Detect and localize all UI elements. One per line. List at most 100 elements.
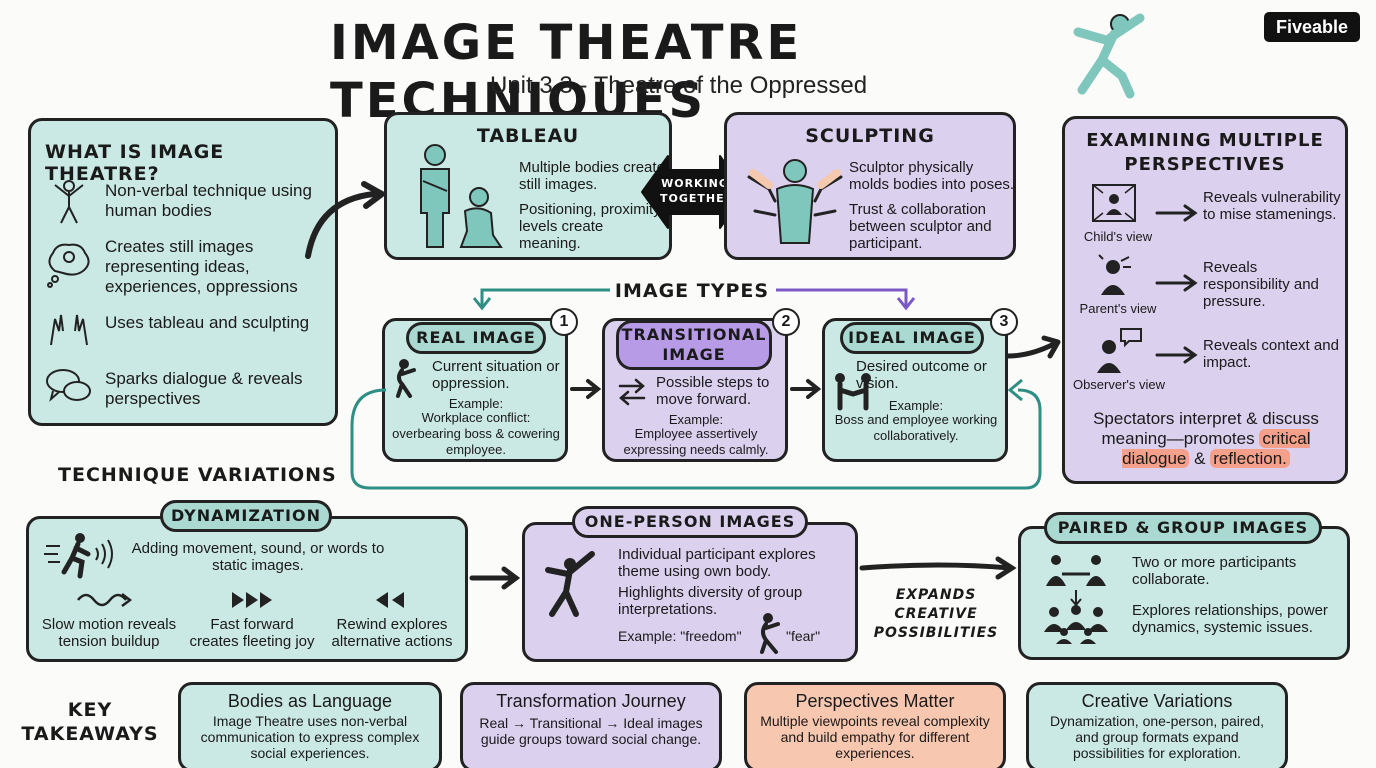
page-title: IMAGE THEATRE TECHNIQUES bbox=[330, 15, 803, 129]
takeaway-title: Perspectives Matter bbox=[795, 691, 955, 711]
cycle-arrows-icon bbox=[618, 378, 646, 406]
what-is-item: Sparks dialogue & reveals perspectives bbox=[105, 369, 303, 408]
transitional-image-example: Employee assertively expressing needs ca… bbox=[623, 426, 769, 457]
parent-view-label: Parent's view bbox=[1079, 301, 1157, 316]
child-view-text: Reveals vulnerability to mise stamenings… bbox=[1203, 189, 1341, 223]
parent-view-icon bbox=[1098, 254, 1131, 295]
hands-icon bbox=[50, 314, 88, 346]
arrow-right-icon bbox=[859, 556, 1017, 580]
child-view-label: Child's view bbox=[1083, 229, 1153, 244]
what-is-panel: WHAT IS IMAGE THEATRE? Non-verbal techni… bbox=[28, 118, 338, 426]
real-image-text: Current situation or oppression. bbox=[432, 358, 560, 392]
arrow-icon bbox=[1005, 335, 1061, 359]
fast-forward-text: Fast forward creates fleeting joy bbox=[189, 616, 315, 650]
arrow-icon bbox=[305, 181, 385, 259]
paired-text: Explores relationships, power dynamics, … bbox=[1132, 602, 1328, 636]
takeaway-text: Image Theatre uses non-verbal communicat… bbox=[200, 713, 420, 761]
observer-view-icon bbox=[1097, 328, 1142, 373]
cowering-figure-icon bbox=[396, 359, 416, 398]
one-person-panel bbox=[522, 522, 858, 662]
pair-icon bbox=[1046, 555, 1106, 586]
transitional-image-example-label: Example: bbox=[668, 412, 724, 427]
ideal-image-title: IDEAL IMAGE bbox=[840, 322, 984, 354]
what-is-item: Uses tableau and sculpting bbox=[105, 313, 310, 332]
perspectives-summary: Spectators interpret & discuss meaning—p… bbox=[1073, 409, 1339, 469]
takeaway-title: Creative Variations bbox=[1081, 691, 1233, 711]
one-person-text: Individual participant explores theme us… bbox=[618, 546, 816, 580]
real-image-number: 1 bbox=[550, 308, 578, 336]
brand-logo: Fiveable bbox=[1264, 12, 1360, 42]
group-icon bbox=[1044, 605, 1108, 644]
child-view-icon bbox=[1092, 184, 1136, 222]
fast-forward-icon bbox=[232, 592, 272, 608]
tableau-text: Multiple bodies create still images. bbox=[519, 159, 665, 193]
running-sound-icon bbox=[44, 533, 113, 579]
one-person-text: Highlights diversity of group interpreta… bbox=[618, 584, 803, 618]
takeaway-card: Transformation Journey Real → Transition… bbox=[460, 682, 722, 768]
dynamization-text: Adding movement, sound, or words to stat… bbox=[131, 540, 385, 574]
perspectives-summary-text: Spectators interpret & discuss meaning—p… bbox=[1093, 409, 1319, 448]
one-person-title: ONE-PERSON IMAGES bbox=[572, 506, 808, 538]
rewind-text: Rewind explores alternative actions bbox=[331, 616, 453, 650]
ideal-image-example: Boss and employee working collaborativel… bbox=[834, 412, 998, 443]
speech-bubbles-icon bbox=[46, 369, 91, 402]
arrow-right-icon bbox=[1155, 204, 1198, 222]
freedom-figure-icon bbox=[545, 551, 595, 617]
person-icon bbox=[54, 180, 84, 224]
sculpting-hands-icon bbox=[747, 159, 843, 244]
real-image-title: REAL IMAGE bbox=[406, 322, 546, 354]
observer-view-text: Reveals context and impact. bbox=[1203, 337, 1339, 371]
page-subtitle: Unit 3.3 - Theatre of the Oppressed bbox=[490, 72, 868, 99]
takeaway-card: Bodies as Language Image Theatre uses no… bbox=[178, 682, 442, 768]
arrow-right-icon bbox=[570, 379, 602, 399]
what-is-title: WHAT IS IMAGE THEATRE? bbox=[45, 141, 225, 185]
what-is-item: Non-verbal technique using human bodies bbox=[105, 181, 312, 220]
takeaway-text: Real → Transitional → Ideal images guide… bbox=[479, 715, 703, 747]
takeaway-title: Transformation Journey bbox=[496, 691, 686, 711]
image-types-bracket bbox=[472, 288, 916, 311]
expands-label: EXPANDS CREATIVE POSSIBILITIES bbox=[873, 587, 999, 641]
tableau-text: Positioning, proximity, levels create me… bbox=[519, 201, 664, 252]
arrow-right-icon bbox=[469, 566, 521, 590]
image-types-title: IMAGE TYPES bbox=[614, 280, 770, 302]
real-image-example-label: Example: bbox=[448, 396, 504, 411]
sculpting-text: Sculptor physically molds bodies into po… bbox=[849, 159, 1015, 193]
perspectives-summary-text: & bbox=[1194, 449, 1206, 468]
takeaways-label: KEY TAKEAWAYS bbox=[21, 699, 159, 745]
tableau-title: TABLEAU bbox=[476, 125, 580, 147]
cycle-loop bbox=[350, 378, 1042, 490]
arrow-right-icon bbox=[1155, 346, 1198, 364]
paired-text: Two or more participants collaborate. bbox=[1132, 554, 1297, 588]
arrow-right-icon bbox=[1155, 274, 1198, 292]
perspectives-title: EXAMINING MULTIPLE PERSPECTIVES bbox=[1086, 130, 1324, 175]
sculpting-panel: SCULPTING Sculptor physically molds bodi… bbox=[724, 112, 1016, 260]
takeaway-text: Multiple viewpoints reveal complexity an… bbox=[760, 713, 990, 761]
one-person-example: "fear" bbox=[786, 628, 821, 644]
handshake-figures-icon bbox=[835, 373, 871, 411]
transitional-image-text: Possible steps to move forward. bbox=[656, 374, 770, 408]
paired-panel bbox=[1018, 526, 1350, 660]
ideal-image-example-label: Example: bbox=[888, 398, 944, 413]
what-is-item: Creates still images representing ideas,… bbox=[105, 237, 298, 296]
sculpting-text: Trust & collaboration between sculptor a… bbox=[849, 201, 992, 252]
perspectives-summary-highlight: reflection. bbox=[1210, 449, 1290, 468]
ideal-image-text: Desired outcome or vision. bbox=[856, 358, 987, 392]
thought-bulb-icon bbox=[47, 243, 90, 288]
one-person-example: Example: "freedom" bbox=[618, 628, 742, 644]
slow-motion-text: Slow motion reveals tension buildup bbox=[41, 616, 177, 650]
variations-title: TECHNIQUE VARIATIONS bbox=[58, 464, 337, 486]
perspectives-panel: EXAMINING MULTIPLE PERSPECTIVES Child's … bbox=[1062, 116, 1348, 484]
tableau-panel: TABLEAU Multiple bodies create still ima… bbox=[384, 112, 672, 260]
takeaway-text: Dynamization, one-person, paired, and gr… bbox=[1049, 713, 1264, 761]
takeaway-title: Bodies as Language bbox=[227, 691, 393, 711]
wave-icon bbox=[77, 593, 133, 607]
arrow-right-icon bbox=[790, 379, 822, 399]
parent-view-text: Reveals responsibility and pressure. bbox=[1203, 259, 1319, 310]
two-figures-icon bbox=[420, 144, 503, 248]
paired-title: PAIRED & GROUP IMAGES bbox=[1044, 512, 1322, 544]
ideal-image-number: 3 bbox=[990, 308, 1018, 336]
fear-figure-icon bbox=[760, 613, 780, 654]
observer-view-label: Observer's view bbox=[1072, 377, 1166, 392]
sculpting-title: SCULPTING bbox=[805, 125, 935, 147]
takeaway-card: Creative Variations Dynamization, one-pe… bbox=[1026, 682, 1288, 768]
